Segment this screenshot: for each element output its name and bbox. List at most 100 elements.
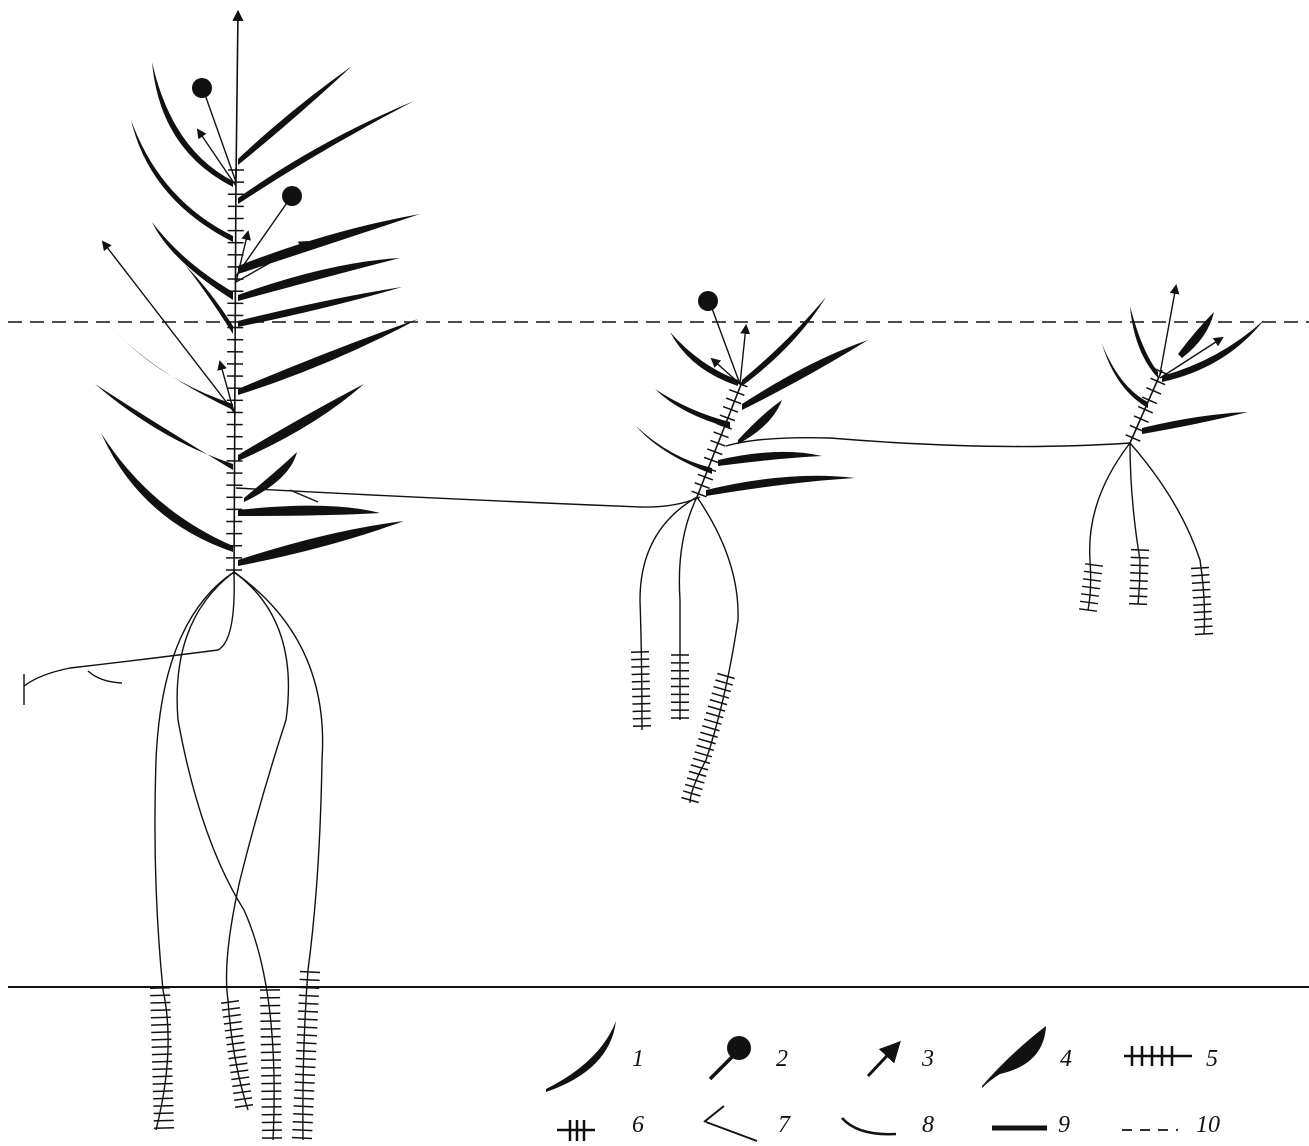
right-plant-root-hatching [1079, 550, 1213, 635]
root-hatch [295, 1074, 315, 1075]
root-hatch [150, 988, 170, 989]
rhizome-middle-to-right [726, 438, 1130, 447]
shoot-arrow [1160, 286, 1176, 374]
middle-plant-stem [697, 382, 742, 497]
leaf [1142, 412, 1248, 434]
shoot-arrow [740, 326, 746, 384]
legend-label-5: 5 [1206, 1046, 1218, 1072]
leaf [185, 265, 233, 334]
legend-label-2: 2 [776, 1046, 788, 1072]
rhizome-main-to-middle [236, 488, 700, 507]
root [234, 572, 323, 1140]
root-hatch [298, 1011, 318, 1012]
leaf [238, 101, 414, 204]
root-hatch [151, 1039, 171, 1040]
root-hatch [153, 1076, 173, 1077]
legend-symbol-branch-stub [704, 1106, 757, 1141]
root-hatch [297, 1043, 317, 1044]
root-hatch [693, 758, 710, 763]
root-hatch [1131, 557, 1149, 558]
leaf [101, 433, 233, 552]
shoot-arrow [103, 242, 234, 412]
root-hatch [151, 1017, 171, 1018]
legend-label-6: 6 [632, 1112, 644, 1138]
right-plant-roots [1088, 443, 1205, 634]
leaf [238, 506, 380, 516]
leaf [670, 332, 738, 386]
main-plant-leaves [95, 62, 420, 566]
legend-label-1: 1 [632, 1046, 644, 1072]
root-hatch [227, 1042, 245, 1044]
leaf [152, 62, 233, 187]
main-plant-stem [234, 168, 236, 575]
root [177, 572, 274, 1140]
root-hatch [294, 1106, 314, 1107]
leaf [742, 297, 826, 386]
legend-symbol-leaf-broad [982, 1026, 1046, 1088]
leaf [112, 328, 233, 410]
root-hatch [1195, 626, 1213, 627]
root-hatch [225, 1029, 243, 1031]
root-hatch [234, 1098, 252, 1100]
root-hatch [1084, 571, 1102, 573]
root-hatch [294, 1090, 314, 1091]
root-hatch [1129, 604, 1147, 605]
root-hatch [298, 1003, 318, 1004]
root [1088, 443, 1130, 610]
root-hatch [151, 1032, 171, 1033]
middle-plant-leaves [636, 297, 868, 496]
main-plant [24, 12, 700, 1140]
root-hatch [300, 972, 320, 973]
main-plant-apical-shoot [236, 12, 238, 178]
leaf [1130, 306, 1158, 378]
leaf [742, 340, 868, 410]
leaf [238, 521, 404, 566]
legend-label-10: 10 [1196, 1112, 1220, 1138]
root-hatch [295, 1066, 315, 1067]
main-plant-roots [155, 572, 323, 1140]
root-hatch [715, 680, 732, 685]
legend-label-8: 8 [922, 1112, 934, 1138]
legend-symbol-node-ticks [557, 1120, 595, 1141]
root-hatch [697, 745, 714, 750]
branch-stub [88, 671, 122, 683]
legend-label-3: 3 [921, 1046, 934, 1072]
root-hatch [150, 1002, 170, 1003]
root-hatch [223, 1015, 241, 1017]
leaf [238, 66, 352, 165]
root-hatch [1192, 582, 1210, 583]
root-hatch [292, 1130, 312, 1131]
root-hatch [297, 1035, 317, 1036]
root-hatch [704, 719, 721, 724]
root-hatch [695, 752, 712, 757]
root-hatch [152, 1069, 172, 1070]
root-hatch [1130, 573, 1148, 574]
leaf [718, 452, 822, 466]
root-hatch [710, 700, 727, 705]
root-hatch [153, 1106, 173, 1107]
root-hatch [297, 1027, 317, 1028]
root-hatch [150, 995, 170, 996]
root-hatch [235, 1105, 253, 1107]
root-hatch [717, 673, 734, 678]
root-hatch [151, 1025, 171, 1026]
bud-ball [192, 78, 212, 98]
root-hatch [295, 1082, 315, 1083]
root [690, 497, 738, 803]
root-hatch [299, 995, 319, 996]
leaf [1162, 320, 1264, 382]
root-hatch [1192, 589, 1210, 590]
root-hatch [1193, 604, 1211, 605]
root-hatch [153, 1091, 173, 1092]
root-hatch [299, 987, 319, 988]
root-hatch [1085, 564, 1103, 566]
root-hatch [1129, 596, 1147, 597]
bud-ball [282, 186, 302, 206]
root-hatch [293, 1122, 313, 1123]
root-hatch [1194, 611, 1212, 612]
root-hatch [228, 1049, 246, 1051]
root-hatch [230, 1070, 248, 1072]
shoot-arrow [236, 242, 307, 282]
legend-symbol-shoot-arrow [868, 1044, 898, 1076]
root-hatch [224, 1022, 242, 1024]
